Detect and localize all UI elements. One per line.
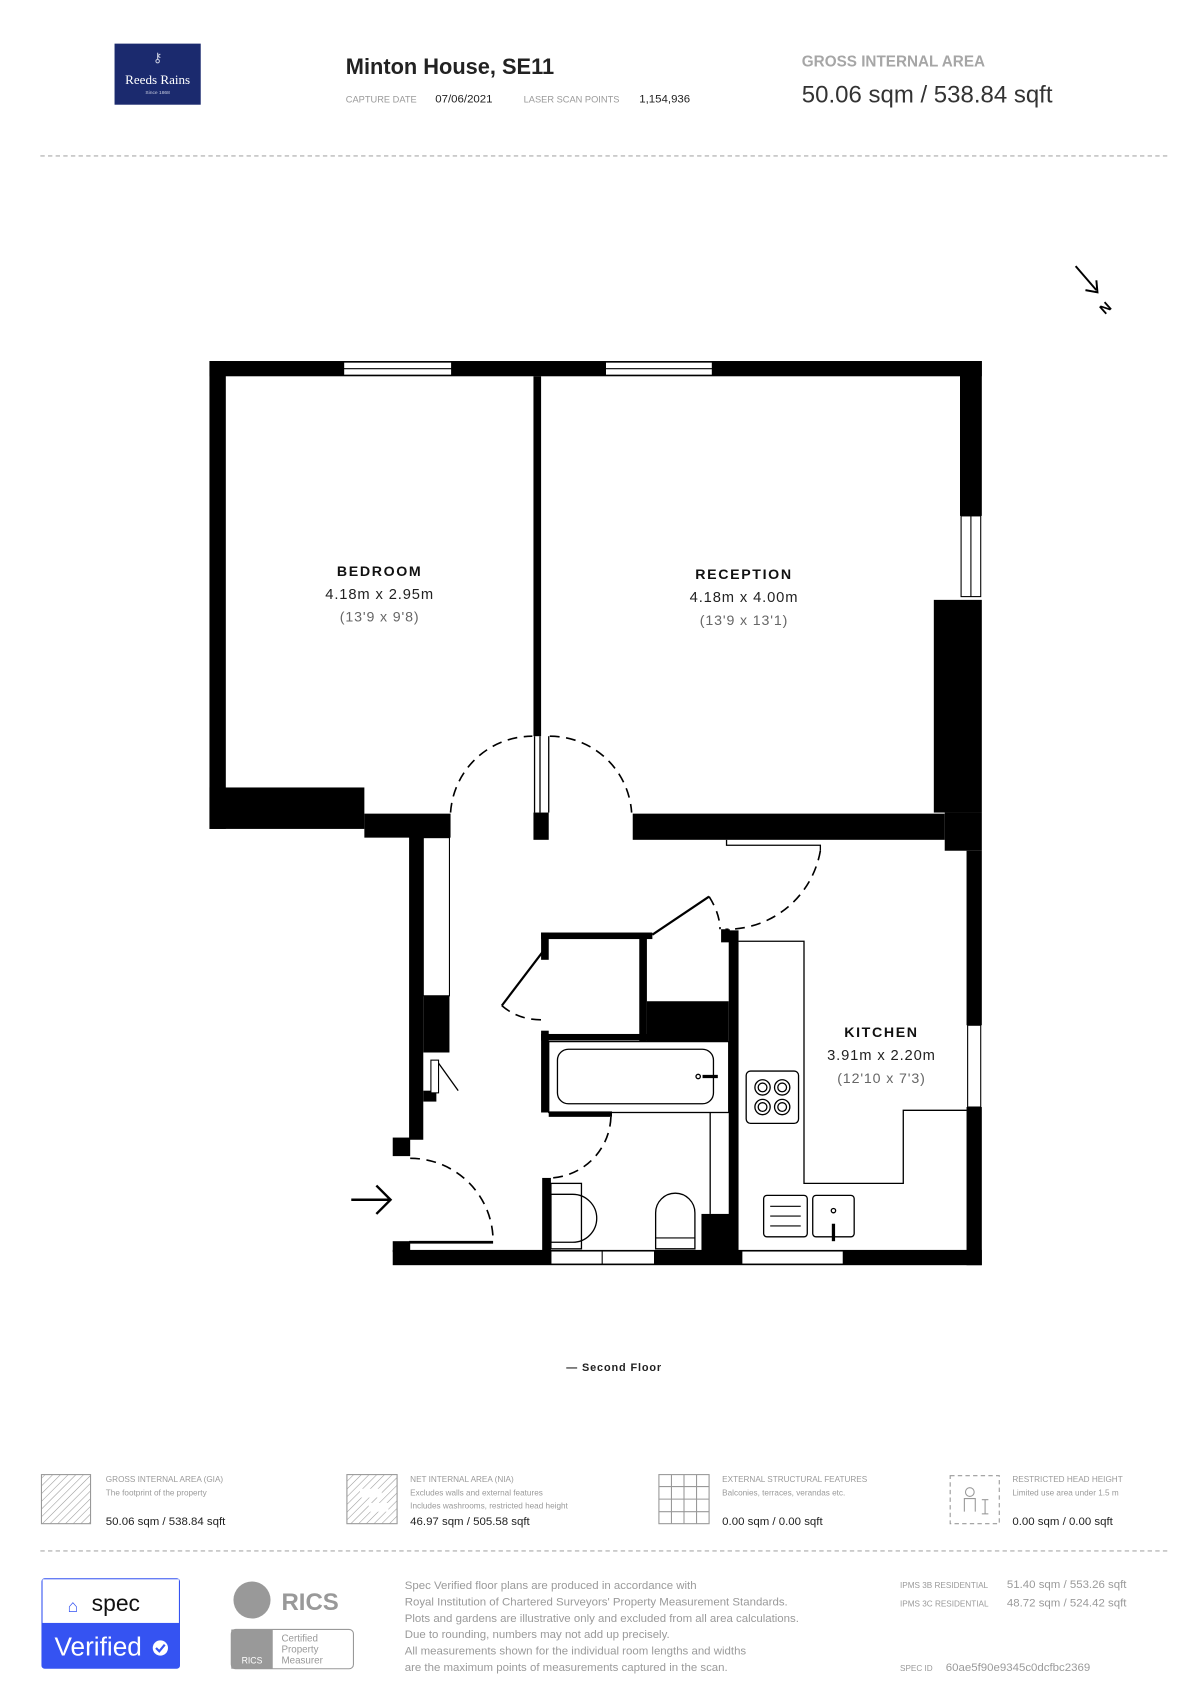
scan-points: 1,154,936 (639, 94, 690, 106)
floor-plan (209, 361, 982, 1266)
keys-icon: ⚷ (153, 50, 163, 65)
hatched-plan-icon (346, 1474, 398, 1525)
svg-text:Limited use area under 1.5 m: Limited use area under 1.5 m (1012, 1488, 1118, 1497)
svg-text:Balconies, terraces, verandas: Balconies, terraces, verandas etc. (722, 1488, 845, 1497)
disclaimer: Spec Verified floor plans are produced i… (405, 1580, 799, 1674)
svg-text:Spec Verified floor plans are: Spec Verified floor plans are produced i… (405, 1580, 697, 1592)
svg-text:4.18m x 4.00m: 4.18m x 4.00m (690, 590, 799, 606)
svg-text:Plots and gardens are illustra: Plots and gardens are illustrative only … (405, 1613, 799, 1625)
svg-text:The footprint of the property: The footprint of the property (106, 1488, 208, 1497)
svg-text:BEDROOM: BEDROOM (337, 564, 422, 580)
svg-text:3.91m x 2.20m: 3.91m x 2.20m (827, 1048, 936, 1064)
svg-text:KITCHEN: KITCHEN (844, 1025, 918, 1041)
svg-text:RICS: RICS (242, 1655, 263, 1665)
svg-text:RICS: RICS (281, 1589, 338, 1616)
svg-text:(12'10 x 7'3): (12'10 x 7'3) (837, 1071, 925, 1087)
svg-text:46.97 sqm / 505.58 sqft: 46.97 sqm / 505.58 sqft (410, 1516, 530, 1528)
svg-text:(13'9 x 13'1): (13'9 x 13'1) (700, 613, 788, 629)
grid-icon (658, 1474, 710, 1525)
hob-icon (745, 1070, 800, 1125)
rics-logo: RICS RICS Certified Property Measurer (230, 1581, 354, 1670)
svg-text:(13'9 x 9'8): (13'9 x 9'8) (340, 610, 420, 626)
legend-gia: GROSS INTERNAL AREA (GIA) The footprint … (40, 1474, 226, 1528)
page-title: Minton House, SE11 (346, 54, 554, 79)
scan-points-label: LASER SCAN POINTS (524, 95, 620, 105)
svg-text:4.18m x 2.95m: 4.18m x 2.95m (325, 587, 434, 603)
svg-text:60ae5f90e9345c0dcfbc2369: 60ae5f90e9345c0dcfbc2369 (946, 1662, 1090, 1674)
svg-text:Due to rounding, numbers may n: Due to rounding, numbers may not add up … (405, 1629, 670, 1641)
svg-text:50.06 sqm / 538.84 sqft: 50.06 sqm / 538.84 sqft (106, 1516, 226, 1528)
svg-text:Royal Institution of Chartered: Royal Institution of Chartered Surveyors… (405, 1596, 788, 1608)
svg-text:Certified: Certified (281, 1633, 317, 1644)
spec-logo-icon: ⌂ (68, 1596, 79, 1616)
svg-text:IPMS 3C RESIDENTIAL: IPMS 3C RESIDENTIAL (900, 1600, 989, 1609)
floor-label: — Second Floor (566, 1362, 662, 1374)
room-bedroom: BEDROOM 4.18m x 2.95m (13'9 x 9'8) (325, 564, 434, 626)
svg-text:N: N (1097, 299, 1115, 318)
capture-date: 07/06/2021 (435, 94, 492, 106)
svg-text:Excludes walls and external fe: Excludes walls and external features (410, 1488, 543, 1497)
sink-icon (762, 1194, 855, 1242)
svg-text:All measurements shown for the: All measurements shown for the individua… (405, 1646, 747, 1658)
capture-date-label: CAPTURE DATE (346, 95, 417, 105)
svg-text:are the maximum points of meas: are the maximum points of measurements c… (405, 1662, 728, 1674)
svg-text:51.40 sqm / 553.26 sqft: 51.40 sqm / 553.26 sqft (1007, 1579, 1127, 1591)
legend-restricted: RESTRICTED HEAD HEIGHT Limited use area … (949, 1475, 1123, 1528)
svg-text:GROSS INTERNAL AREA (GIA): GROSS INTERNAL AREA (GIA) (106, 1475, 224, 1484)
svg-text:RECEPTION: RECEPTION (695, 567, 792, 583)
svg-text:Measurer: Measurer (281, 1655, 323, 1666)
svg-text:Property: Property (281, 1644, 318, 1655)
room-reception: RECEPTION 4.18m x 4.00m (13'9 x 13'1) (690, 567, 799, 629)
hatched-square-icon (40, 1474, 92, 1525)
ipms-areas: IPMS 3B RESIDENTIAL 51.40 sqm / 553.26 s… (900, 1579, 1127, 1674)
svg-text:48.72 sqm / 524.42 sqft: 48.72 sqm / 524.42 sqft (1007, 1598, 1127, 1610)
svg-text:NET INTERNAL AREA (NIA): NET INTERNAL AREA (NIA) (410, 1475, 514, 1484)
logo: ⚷ Reeds Rains Since 1868 (114, 43, 201, 105)
svg-text:SPEC ID: SPEC ID (900, 1664, 933, 1673)
svg-text:spec: spec (92, 1590, 140, 1616)
lion-icon (233, 1581, 271, 1619)
svg-text:Includes washrooms, restricted: Includes washrooms, restricted head heig… (410, 1501, 568, 1510)
svg-text:RESTRICTED HEAD HEIGHT: RESTRICTED HEAD HEIGHT (1012, 1475, 1122, 1484)
entrance-arrow-icon (351, 1184, 393, 1215)
gia-label: GROSS INTERNAL AREA (802, 54, 985, 71)
check-icon (152, 1640, 168, 1656)
room-kitchen: KITCHEN 3.91m x 2.20m (12'10 x 7'3) (827, 1025, 936, 1087)
north-arrow-icon: N (1074, 265, 1115, 318)
logo-text: Reeds Rains (125, 72, 190, 87)
svg-text:0.00 sqm / 0.00 sqft: 0.00 sqm / 0.00 sqft (722, 1516, 823, 1528)
legend-external: EXTERNAL STRUCTURAL FEATURES Balconies, … (658, 1474, 868, 1528)
svg-text:IPMS 3B RESIDENTIAL: IPMS 3B RESIDENTIAL (900, 1581, 989, 1590)
svg-text:0.00 sqm / 0.00 sqft: 0.00 sqm / 0.00 sqft (1012, 1516, 1113, 1528)
svg-text:Verified: Verified (55, 1632, 142, 1662)
logo-subtext: Since 1868 (145, 90, 170, 96)
svg-text:EXTERNAL STRUCTURAL FEATURES: EXTERNAL STRUCTURAL FEATURES (722, 1475, 868, 1484)
person-height-icon (949, 1475, 1000, 1525)
gia-value: 50.06 sqm / 538.84 sqft (802, 82, 1053, 109)
spec-verified-badge: ⌂ spec Verified (41, 1578, 180, 1669)
legend-nia: NET INTERNAL AREA (NIA) Excludes walls a… (346, 1474, 569, 1528)
